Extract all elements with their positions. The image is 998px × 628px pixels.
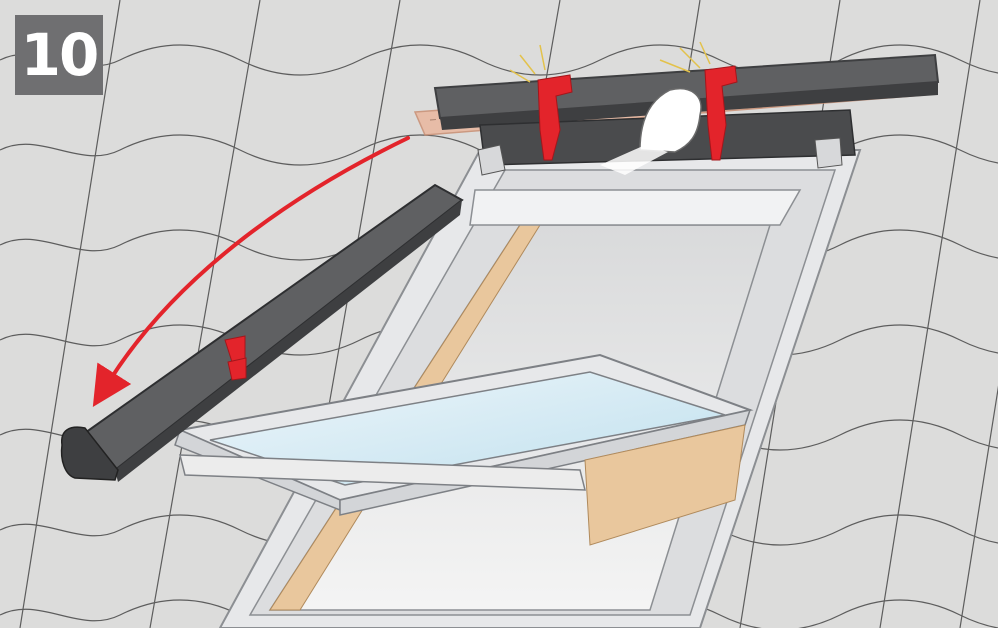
hand-icon (600, 88, 702, 175)
removed-cover (60, 183, 464, 482)
click-sparkle (509, 41, 711, 83)
clip-icon (537, 65, 738, 161)
window-sash (174, 353, 754, 546)
curved-arrow-icon (92, 136, 410, 407)
step-number-badge: 10 (15, 15, 103, 95)
